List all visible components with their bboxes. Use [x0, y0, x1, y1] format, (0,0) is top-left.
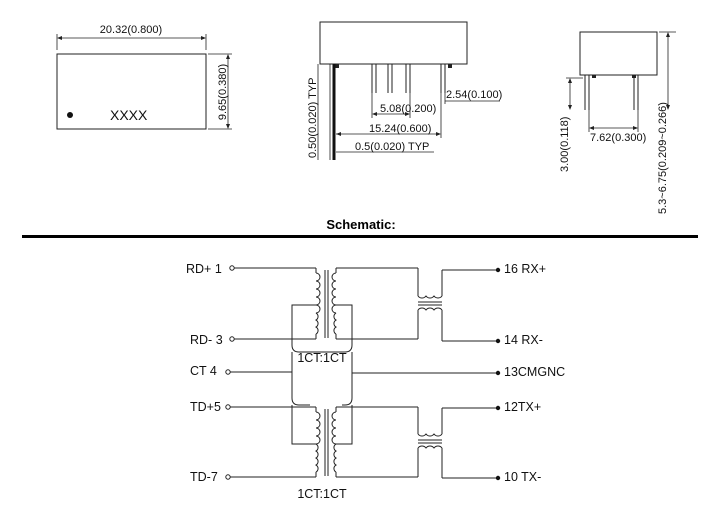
pin-label-rd-plus: RD+ 1: [186, 262, 222, 276]
row-spacing-dimension: 7.62(0.300): [590, 132, 646, 144]
side-view: 2.54(0.100) 5.08(0.200) 15.24(0.600) 0.5…: [307, 21, 502, 160]
overall-height-dimension: 5.3~6.75(0.209~0.266): [657, 102, 669, 214]
side-view-body: [319, 21, 468, 65]
section-divider: [22, 235, 698, 238]
pin-length-dimension: 3.00(0.118): [559, 117, 571, 172]
pin-label-td-plus: TD+5: [190, 400, 221, 414]
pin-label-cmgnc: 13CMGNC: [504, 365, 565, 379]
part-marking: XXXX: [110, 107, 148, 123]
pin-width-vertical-dimension: 0.50(0.020) TYP: [307, 77, 319, 158]
pin-label-rd-minus: RD- 3: [190, 333, 223, 347]
pin-label-rx-minus: 14 RX-: [504, 333, 543, 347]
schematic: RD+ 1 RD- 3 CT 4 TD+5 TD-7 16 RX+ 14 RX-…: [186, 262, 565, 501]
top-height-dimension: 9.65(0.380): [217, 64, 229, 120]
end-view: 7.62(0.300) 3.00(0.118) 5.3~6.75(0.209~0…: [559, 31, 676, 214]
pin-thickness-dimension: 0.5(0.020) TYP: [355, 141, 429, 153]
pin-label-tx-minus: 10 TX-: [504, 470, 541, 484]
pitch-dimension: 2.54(0.100): [446, 89, 502, 101]
transformer-ratio-bottom: 1CT:1CT: [297, 487, 347, 501]
pin-label-rx-plus: 16 RX+: [504, 262, 546, 276]
top-view-body: [56, 53, 207, 130]
top-view: 20.32(0.800) XXXX 9.65(0.380): [56, 24, 232, 130]
pin-label-ct: CT 4: [190, 364, 217, 378]
end-view-body: [579, 31, 658, 76]
schematic-title: Schematic:: [326, 217, 395, 232]
pin-label-td-minus: TD-7: [190, 470, 218, 484]
spacing-1524-dimension: 15.24(0.600): [369, 123, 431, 135]
pin-label-tx-plus: 12TX+: [504, 400, 541, 414]
transformer-ratio-top: 1CT:1CT: [297, 351, 347, 365]
top-width-dimension: 20.32(0.800): [100, 24, 162, 36]
pin1-marker-dot: [67, 112, 73, 118]
spacing-508-dimension: 5.08(0.200): [380, 103, 436, 115]
